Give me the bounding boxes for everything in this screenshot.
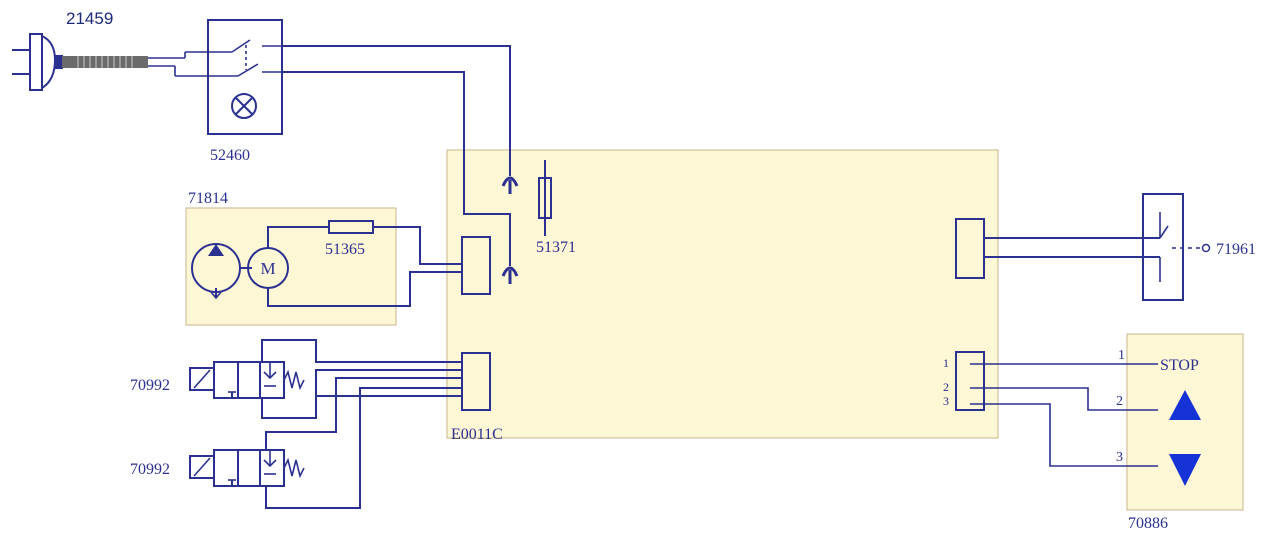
pin-2-label: 2: [943, 380, 949, 394]
limit-switch: [984, 193, 1211, 301]
pump-module-label: 71814: [188, 190, 228, 207]
controller-label: E0011C: [451, 426, 503, 443]
motor-wire-bottom: [267, 271, 462, 307]
motor-wire-top: [267, 226, 329, 248]
board-fuse-label: 51371: [536, 239, 576, 256]
switch-label: 52460: [210, 147, 250, 164]
board-fuse: [538, 160, 552, 236]
pump-module-panel: [185, 207, 397, 326]
pendant-wire-3: [970, 403, 1158, 467]
pin-3-label: 3: [943, 394, 949, 408]
controller-board-panel: [446, 149, 999, 439]
pump-icon: [191, 243, 252, 300]
pendant-wire-2: [970, 387, 1158, 411]
mains-wire-1: [282, 45, 511, 176]
mains-terminal-bottom: [501, 266, 519, 284]
valve-2-wire-b: [265, 387, 462, 509]
valve-2-wire-a: [265, 377, 462, 450]
valve-2-icon: [189, 449, 305, 487]
down-arrow-icon: [1169, 454, 1201, 486]
wire-2-number: 2: [1116, 394, 1123, 409]
motor-fuse-label: 51365: [325, 241, 365, 258]
pendant-label: 70886: [1128, 515, 1168, 532]
limit-switch-connector: [955, 218, 985, 279]
stop-button-label: STOP: [1160, 357, 1199, 374]
mains-wire-2: [282, 71, 511, 266]
pendant-connector: [955, 351, 985, 411]
power-plug-icon: [12, 33, 63, 91]
main-switch: [174, 19, 283, 135]
valve-1-wire-a: [261, 339, 462, 363]
plug-label: 21459: [66, 9, 113, 28]
wire-3-number: 3: [1116, 450, 1123, 465]
wire-1-number: 1: [1118, 348, 1125, 363]
valve-1-icon: [189, 361, 305, 399]
mains-terminal-top: [501, 176, 519, 194]
valve-2-label: 70992: [130, 461, 170, 478]
motor-wire-top-2: [373, 226, 462, 265]
motor-connector: [461, 236, 491, 295]
valve-1-wire-b: [261, 369, 462, 419]
limit-switch-label: 71961: [1216, 241, 1256, 258]
motor-label: M: [260, 259, 275, 278]
valve-connector: [461, 352, 491, 411]
indicator-lamp-icon: [231, 93, 257, 119]
pin-1-label: 1: [943, 356, 949, 370]
power-cable: [62, 56, 185, 68]
valve-1-label: 70992: [130, 377, 170, 394]
up-arrow-icon: [1169, 390, 1201, 420]
